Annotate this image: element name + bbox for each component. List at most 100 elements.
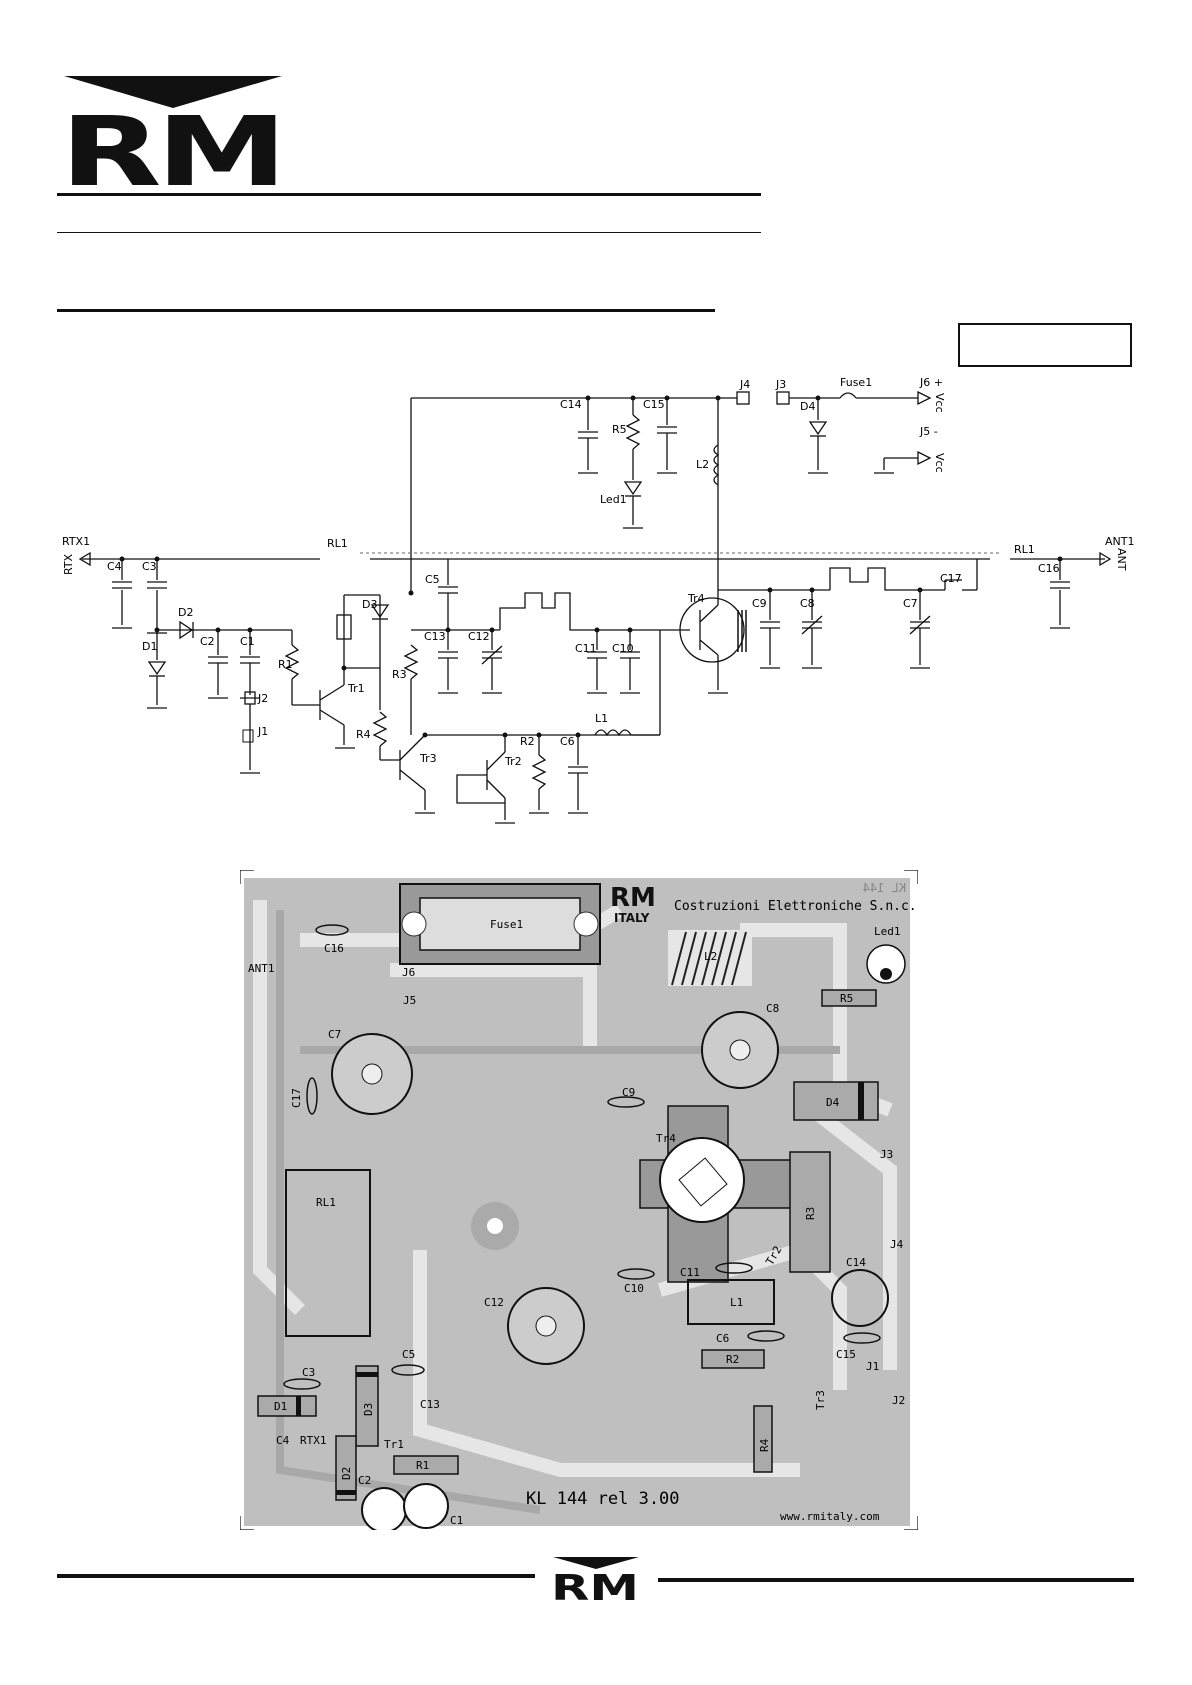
sch-label-led1: Led1 <box>600 493 627 506</box>
pcb-label-d4: D4 <box>826 1096 840 1109</box>
pcb-label-fuse1: Fuse1 <box>490 918 523 931</box>
pcb-company: Costruzioni Elettroniche S.n.c. <box>674 899 917 914</box>
sch-label-j3: J3 <box>775 378 786 391</box>
pcb-label-tr4: Tr4 <box>656 1132 676 1145</box>
pcb-label-c14: C14 <box>846 1256 866 1269</box>
sch-label-tr1: Tr1 <box>347 682 365 695</box>
sch-label-l1: L1 <box>595 712 608 725</box>
sch-label-c5: C5 <box>425 573 440 586</box>
sch-label-c9: C9 <box>752 597 767 610</box>
pcb-model-release: KL 144 rel 3.00 <box>526 1489 680 1509</box>
sch-label-tr4: Tr4 <box>687 592 705 605</box>
pcb-label-c5: C5 <box>402 1348 415 1361</box>
sch-label-r3: R3 <box>392 668 407 681</box>
sch-label-c11: C11 <box>575 642 597 655</box>
sch-label-vcc-b: Vcc <box>933 453 946 473</box>
pcb-label-c7: C7 <box>328 1028 341 1041</box>
pcb-label-j5: J5 <box>403 994 416 1007</box>
sch-label-c12: C12 <box>468 630 490 643</box>
pcb-label-tr1: Tr1 <box>384 1438 404 1451</box>
pcb-label-c6: C6 <box>716 1332 729 1345</box>
pcb-label-j2: J2 <box>892 1394 905 1407</box>
footer-rule-right <box>658 1578 1134 1582</box>
pcb-label-r5: R5 <box>840 992 853 1005</box>
sch-label-c14: C14 <box>560 398 582 411</box>
pcb-label-r2: R2 <box>726 1353 739 1366</box>
sch-label-j5: J5 - <box>919 425 938 438</box>
sch-label-c2: C2 <box>200 635 215 648</box>
sch-label-rtx1: RTX1 <box>62 535 90 548</box>
pcb-label-ant1: ANT1 <box>248 962 275 975</box>
sch-label-r1: R1 <box>278 658 293 671</box>
sch-label-ant: ANT <box>1115 548 1128 571</box>
sch-label-l2: L2 <box>696 458 709 471</box>
pcb-label-c15: C15 <box>836 1348 856 1361</box>
sch-label-rl1-right: RL1 <box>1014 543 1035 556</box>
pcb-website: www.rmitaly.com <box>780 1510 880 1523</box>
sch-label-r2: R2 <box>520 735 535 748</box>
sch-label-j6: J6 + <box>919 376 943 389</box>
sch-label-tr3: Tr3 <box>419 752 437 765</box>
sch-label-c17: C17 <box>940 572 962 585</box>
pcb-label-c1: C1 <box>450 1514 463 1527</box>
sch-label-c16: C16 <box>1038 562 1060 575</box>
pcb-label-d2: D2 <box>340 1467 353 1480</box>
sch-label-r5: R5 <box>612 423 627 436</box>
header-logo: RM <box>60 74 286 208</box>
sch-label-c7: C7 <box>903 597 918 610</box>
schematic-diagram: RTX1 RTX ANT1 ANT RL1 RL1 J1 J2 J3 J4 J5… <box>62 376 1134 824</box>
pcb-label-r4: R4 <box>758 1438 771 1452</box>
sch-label-j4: J4 <box>739 378 750 391</box>
pcb-label-c12: C12 <box>484 1296 504 1309</box>
pcb-model-mirror: KL 144 <box>863 881 906 895</box>
sch-label-j2: J2 <box>257 692 268 705</box>
sch-label-d4: D4 <box>800 400 815 413</box>
pcb-label-d3: D3 <box>362 1403 375 1416</box>
sch-label-j1: J1 <box>257 725 268 738</box>
sch-label-d1: D1 <box>142 640 157 653</box>
pcb-label-c11: C11 <box>680 1266 700 1279</box>
sch-label-c3: C3 <box>142 560 157 573</box>
pcb-layout: Fuse1 RM ITALY Costruzioni Elettroniche … <box>240 870 918 1530</box>
sch-label-c15: C15 <box>643 398 665 411</box>
sch-label-c8: C8 <box>800 597 815 610</box>
pcb-label-rtx1: RTX1 <box>300 1434 327 1447</box>
pcb-label-j1: J1 <box>866 1360 879 1373</box>
header-rule-3 <box>57 309 715 312</box>
sch-label-c1: C1 <box>240 635 255 648</box>
pcb-label-d1: D1 <box>274 1400 287 1413</box>
footer-logo-text: RM <box>551 1568 639 1601</box>
footer-logo: RM <box>551 1555 641 1609</box>
pcb-label-led1: Led1 <box>874 925 901 938</box>
pcb-label-c3: C3 <box>302 1366 315 1379</box>
sch-label-r4: R4 <box>356 728 371 741</box>
sch-label-ant1: ANT1 <box>1105 535 1134 548</box>
pcb-label-c17: C17 <box>290 1088 303 1108</box>
sch-label-d2: D2 <box>178 606 193 619</box>
sch-label-c6: C6 <box>560 735 575 748</box>
sch-label-c13: C13 <box>424 630 446 643</box>
pcb-brand-sub: ITALY <box>614 911 650 925</box>
pcb-label-j4: J4 <box>890 1238 904 1251</box>
pcb-label-j3: J3 <box>880 1148 893 1161</box>
sch-label-rtx: RTX <box>62 553 75 575</box>
pcb-label-c10: C10 <box>624 1282 644 1295</box>
sch-label-c4: C4 <box>107 560 122 573</box>
pcb-label-r1: R1 <box>416 1459 429 1472</box>
pcb-label-l1: L1 <box>730 1296 743 1309</box>
pcb-label-c9: C9 <box>622 1086 635 1099</box>
sch-label-fuse1: Fuse1 <box>840 376 872 389</box>
footer-rule-left <box>57 1574 535 1578</box>
sch-label-rl1-left: RL1 <box>327 537 348 550</box>
pcb-label-rl1: RL1 <box>316 1196 336 1209</box>
empty-label-box <box>958 323 1132 367</box>
header-rule-2 <box>57 232 761 233</box>
pcb-label-tr3: Tr3 <box>814 1390 827 1410</box>
pcb-label-c2: C2 <box>358 1474 371 1487</box>
pcb-label-r3: R3 <box>804 1207 817 1220</box>
rm-logo-graphic: RM <box>60 76 286 208</box>
pcb-label-c16: C16 <box>324 942 344 955</box>
sch-label-c10: C10 <box>612 642 634 655</box>
header-logo-text: RM <box>60 96 282 186</box>
pcb-label-c8: C8 <box>766 1002 779 1015</box>
